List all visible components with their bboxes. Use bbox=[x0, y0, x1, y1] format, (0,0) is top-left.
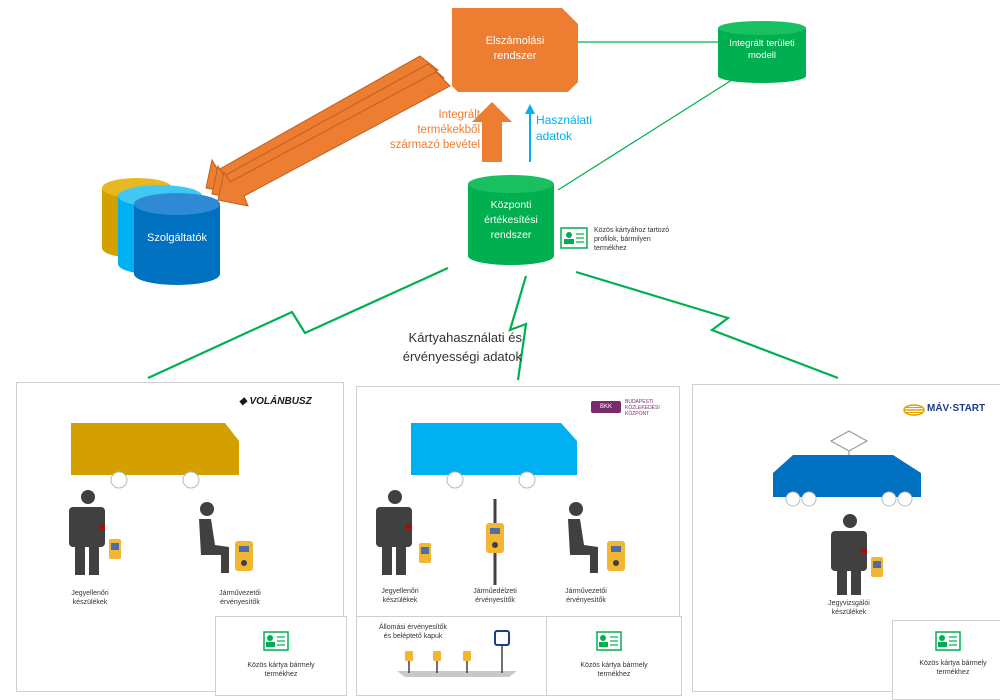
mav-start-logo-text: MÁV·START bbox=[927, 403, 986, 414]
pantograph-icon bbox=[829, 430, 869, 452]
card-icon bbox=[596, 631, 622, 651]
profile-card-icon bbox=[560, 227, 588, 249]
validator-device-icon bbox=[607, 541, 625, 571]
signal-bolt-middle bbox=[508, 275, 528, 381]
driver-person-icon bbox=[568, 502, 598, 573]
driver-person-icon bbox=[199, 502, 229, 573]
onboard-validator-icon bbox=[486, 499, 504, 585]
inspector-person-icon bbox=[376, 490, 412, 575]
volanbusz-logo-mark: ◆ bbox=[239, 396, 250, 407]
station-gates-icon bbox=[397, 630, 517, 677]
revenue-flow-arrow bbox=[205, 55, 451, 207]
validator-device-icon bbox=[235, 541, 253, 571]
usage-up-arrow bbox=[525, 104, 535, 162]
territorial-model-cylinder bbox=[718, 21, 806, 83]
inspector-person-icon bbox=[69, 490, 105, 575]
signal-bolt-right bbox=[575, 270, 839, 380]
handheld-device-icon bbox=[109, 539, 121, 559]
train-icon bbox=[773, 455, 921, 497]
bus-icon bbox=[71, 423, 239, 475]
diagram-canvas bbox=[102, 8, 839, 381]
bkk-logo-badge: BKK bbox=[591, 401, 621, 413]
card-icon bbox=[935, 631, 961, 651]
link-model-central bbox=[557, 77, 736, 191]
providers-label: Szolgáltatók bbox=[147, 232, 207, 244]
revenue-up-arrow bbox=[472, 102, 512, 162]
station-sign-icon bbox=[494, 630, 510, 646]
card-icon bbox=[263, 631, 289, 651]
bkk-graphics bbox=[376, 423, 625, 585]
volanbusz-logo: ◆ VOLÁNBUSZ bbox=[239, 396, 312, 407]
central-sales-cylinder bbox=[468, 175, 554, 265]
mav-graphics bbox=[773, 430, 921, 595]
handheld-device-icon bbox=[871, 557, 883, 577]
mav-start-logo: MÁV·START bbox=[903, 403, 1000, 417]
providers-cylinders bbox=[102, 178, 220, 285]
bus-icon bbox=[411, 423, 577, 475]
handheld-device-icon bbox=[419, 543, 431, 563]
billing-system-box bbox=[452, 8, 578, 92]
volanbusz-graphics bbox=[69, 423, 253, 575]
mav-wing-icon bbox=[903, 404, 925, 416]
signal-bolt-left bbox=[147, 266, 449, 379]
conductor-person-icon bbox=[831, 514, 867, 595]
